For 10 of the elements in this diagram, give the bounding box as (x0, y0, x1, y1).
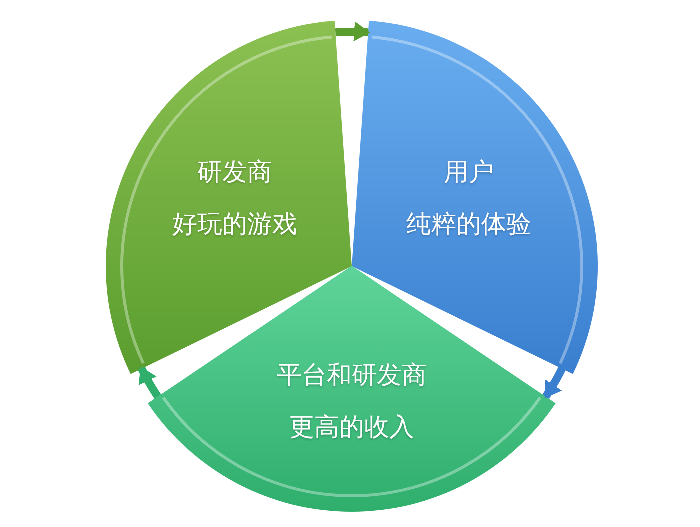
segment-text: 更高的收入 (289, 412, 414, 444)
segment-heading: 平台和研发商 (276, 360, 427, 392)
cycle-arrow (138, 366, 162, 400)
cycle-arrow (542, 366, 566, 400)
pie-segment (148, 266, 556, 512)
segment-heading: 研发商 (197, 156, 272, 189)
cycle-arrow (335, 22, 370, 42)
segment-text: 好玩的游戏 (172, 208, 298, 241)
segment-text: 纯粹的体验 (406, 208, 532, 241)
segment-heading: 用户 (444, 156, 494, 189)
